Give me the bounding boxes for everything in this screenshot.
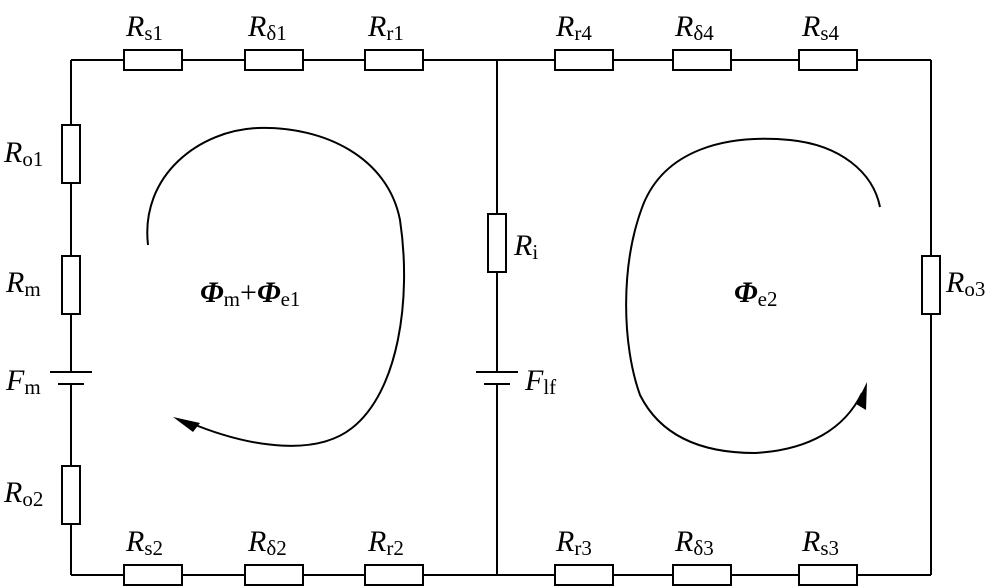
left-flux-loop — [146, 126, 406, 447]
resistor-rr4 — [554, 49, 614, 71]
resistor-rm — [61, 255, 81, 315]
label-flf: Flf — [524, 364, 556, 399]
label-rs1: Rs1 — [125, 10, 163, 45]
resistor-rd1 — [244, 49, 304, 71]
label-rr4: Rr4 — [555, 10, 592, 45]
label-rd1: Rδ1 — [247, 10, 287, 45]
label-ro3: Ro3 — [945, 266, 985, 301]
resistor-rr1 — [364, 49, 424, 71]
label-rr2: Rr2 — [367, 525, 404, 560]
resistor-rs1 — [123, 49, 183, 71]
label-ro1: Ro1 — [3, 136, 43, 171]
left-flux-arrowhead — [173, 417, 200, 432]
resistor-rs3 — [798, 564, 858, 586]
label-rs2: Rs2 — [125, 525, 163, 560]
right-flux-arrowhead — [856, 382, 867, 410]
label-right-flux: Φe2 — [734, 276, 778, 311]
label-ro2: Ro2 — [3, 476, 43, 511]
label-rd2: Rδ2 — [247, 525, 287, 560]
label-rd4: Rδ4 — [674, 10, 714, 45]
label-left-flux: Φm+Φe1 — [200, 276, 300, 311]
label-rd3: Rδ3 — [674, 525, 714, 560]
label-rs3: Rs3 — [801, 525, 839, 560]
resistor-rd3 — [672, 564, 732, 586]
resistor-rs4 — [798, 49, 858, 71]
label-rr3: Rr3 — [555, 525, 592, 560]
resistor-rd2 — [244, 564, 304, 586]
resistor-ro1 — [61, 124, 81, 184]
source-fm-symbol — [50, 371, 92, 385]
label-rm: Rm — [5, 266, 41, 301]
resistor-rr3 — [554, 564, 614, 586]
label-ri: Ri — [513, 229, 538, 264]
resistor-ro3 — [921, 255, 941, 315]
resistor-ro2 — [61, 465, 81, 525]
wires — [70, 59, 932, 576]
label-rs4: Rs4 — [801, 10, 840, 45]
resistor-ri — [487, 213, 507, 273]
right-flux-loop — [625, 137, 881, 455]
label-rr1: Rr1 — [367, 10, 404, 45]
label-fm: Fm — [5, 364, 41, 399]
resistor-rd4 — [672, 49, 732, 71]
resistor-rr2 — [364, 564, 424, 586]
source-flf-symbol — [476, 371, 518, 385]
resistor-rs2 — [123, 564, 183, 586]
